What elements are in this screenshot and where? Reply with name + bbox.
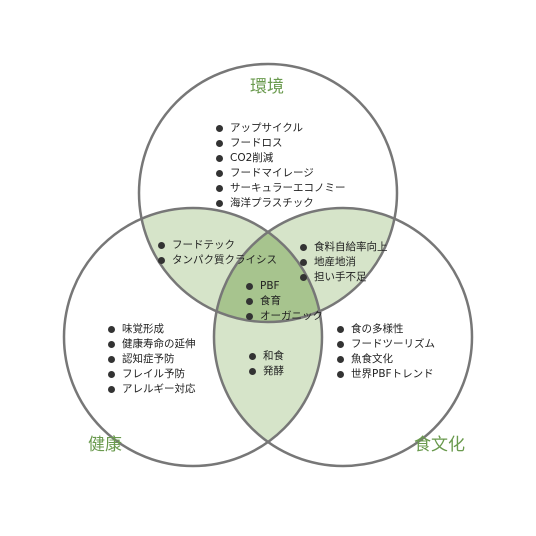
list-environment-health: フードテックタンパク質クライシス	[156, 238, 277, 268]
list-item: 認知症予防	[106, 352, 196, 367]
circle-health	[62, 206, 324, 468]
list-food-culture: 食の多様性フードツーリズム魚食文化世界PBFトレンド	[335, 322, 435, 382]
list-item: サーキュラーエコノミー	[214, 181, 346, 196]
list-item: 地産地消	[298, 255, 388, 270]
label-environment: 環境	[250, 77, 284, 97]
list-item: 食育	[244, 294, 323, 309]
list-item: フレイル予防	[106, 367, 196, 382]
list-item: フードツーリズム	[335, 337, 435, 352]
list-item: フードロス	[214, 136, 346, 151]
list-item: PBF	[244, 279, 323, 294]
list-health-food-culture: 和食発酵	[247, 349, 284, 379]
list-item: 担い手不足	[298, 270, 388, 285]
list-item: アレルギー対応	[106, 382, 196, 397]
circle-food-culture	[212, 206, 474, 468]
list-item: アップサイクル	[214, 121, 346, 136]
list-item: 食料自給率向上	[298, 240, 388, 255]
list-item: オーガニック	[244, 309, 323, 324]
circle-environment	[137, 62, 399, 324]
list-item: 食の多様性	[335, 322, 435, 337]
label-food-culture: 食文化	[414, 435, 465, 455]
list-health: 味覚形成健康寿命の延伸認知症予防フレイル予防アレルギー対応	[106, 322, 196, 397]
list-item: 海洋プラスチック	[214, 196, 346, 211]
list-item: 味覚形成	[106, 322, 196, 337]
label-health: 健康	[88, 435, 122, 455]
list-item: タンパク質クライシス	[156, 253, 277, 268]
list-item: フードマイレージ	[214, 166, 346, 181]
list-item: 魚食文化	[335, 352, 435, 367]
list-item: 和食	[247, 349, 284, 364]
list-environment-food-culture: 食料自給率向上地産地消担い手不足	[298, 240, 388, 285]
overlap-all-three	[214, 208, 322, 322]
list-item: CO2削減	[214, 151, 346, 166]
list-item: フードテック	[156, 238, 277, 253]
list-item: 健康寿命の延伸	[106, 337, 196, 352]
list-item: 発酵	[247, 364, 284, 379]
list-item: 世界PBFトレンド	[335, 367, 435, 382]
